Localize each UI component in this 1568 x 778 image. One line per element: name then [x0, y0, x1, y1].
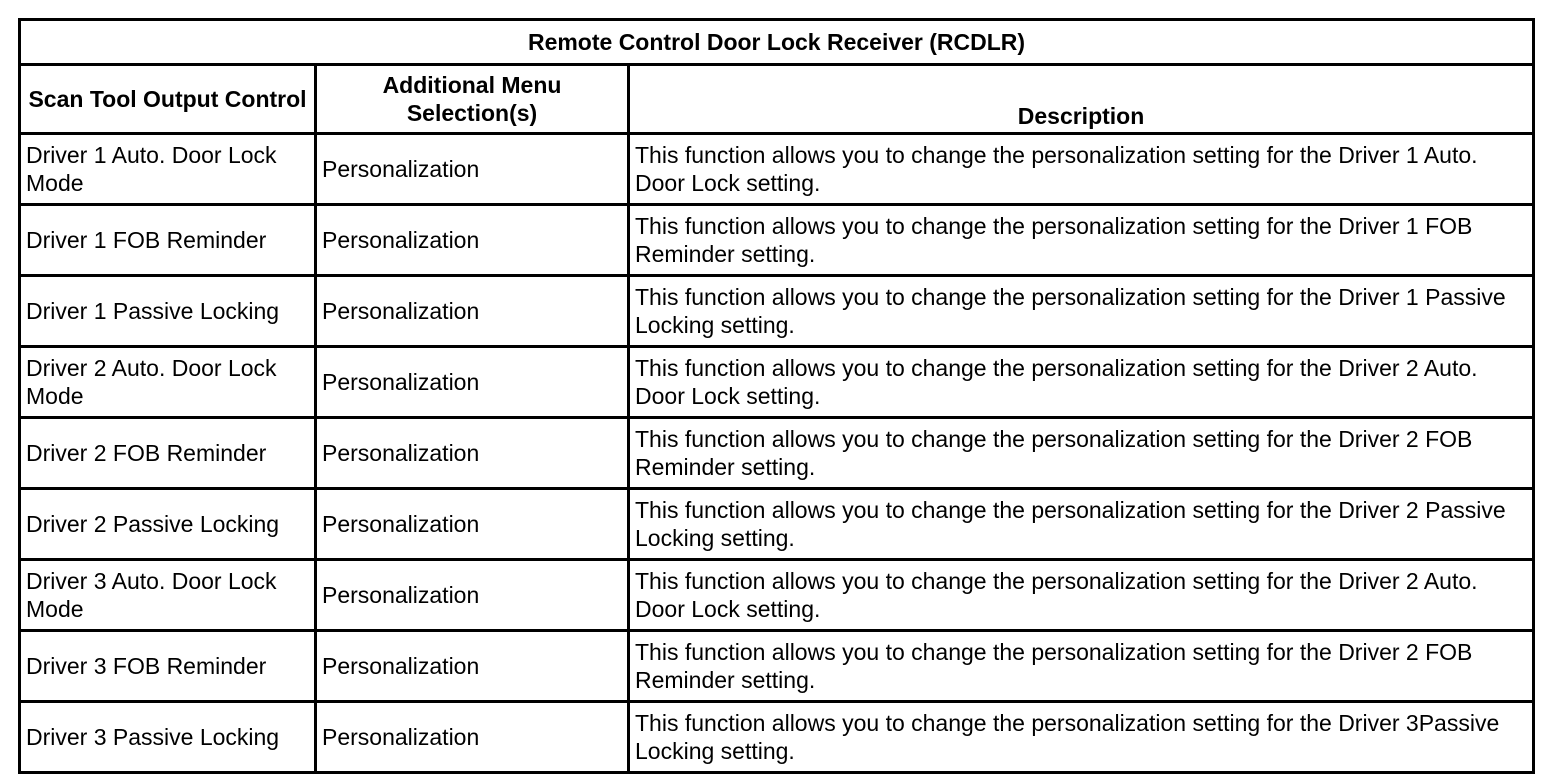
cell-description: This function allows you to change the p… — [626, 558, 1536, 632]
rcdlr-table: Remote Control Door Lock Receiver (RCDLR… — [17, 18, 1536, 774]
table-row: Driver 3 Auto. Door Lock Mode Personaliz… — [18, 558, 1536, 632]
cell-menu: Personalization — [314, 558, 630, 632]
table-row: Driver 2 FOB Reminder Personalization Th… — [18, 416, 1536, 490]
header-description: Description — [626, 63, 1536, 135]
cell-control: Driver 3 Auto. Door Lock Mode — [18, 558, 317, 632]
cell-description: This function allows you to change the p… — [626, 132, 1536, 206]
cell-menu: Personalization — [314, 274, 630, 348]
table-title: Remote Control Door Lock Receiver (RCDLR… — [17, 18, 1536, 66]
table-row: Driver 2 Auto. Door Lock Mode Personaliz… — [18, 345, 1536, 419]
cell-menu: Personalization — [314, 629, 630, 703]
cell-description: This function allows you to change the p… — [626, 274, 1536, 348]
header-scan-tool-output-control: Scan Tool Output Control — [18, 63, 317, 135]
table-row: Driver 1 FOB Reminder Personalization Th… — [18, 203, 1536, 277]
cell-description: This function allows you to change the p… — [626, 203, 1536, 277]
cell-description: This function allows you to change the p… — [626, 629, 1536, 703]
cell-control: Driver 2 Auto. Door Lock Mode — [18, 345, 317, 419]
table-title-row: Remote Control Door Lock Receiver (RCDLR… — [17, 18, 1536, 66]
cell-description: This function allows you to change the p… — [626, 700, 1536, 774]
cell-control: Driver 1 Auto. Door Lock Mode — [18, 132, 317, 206]
cell-description: This function allows you to change the p… — [626, 416, 1536, 490]
cell-control: Driver 1 Passive Locking — [18, 274, 317, 348]
cell-description: This function allows you to change the p… — [626, 345, 1536, 419]
cell-control: Driver 2 FOB Reminder — [18, 416, 317, 490]
table-row: Driver 1 Passive Locking Personalization… — [18, 274, 1536, 348]
table-row: Driver 2 Passive Locking Personalization… — [18, 487, 1536, 561]
table-header-row: Scan Tool Output Control Additional Menu… — [18, 63, 1536, 135]
cell-menu: Personalization — [314, 487, 630, 561]
table-row: Driver 3 Passive Locking Personalization… — [18, 700, 1536, 774]
cell-menu: Personalization — [314, 345, 630, 419]
cell-menu: Personalization — [314, 132, 630, 206]
table-row: Driver 3 FOB Reminder Personalization Th… — [18, 629, 1536, 703]
cell-menu: Personalization — [314, 700, 630, 774]
cell-menu: Personalization — [314, 416, 630, 490]
cell-control: Driver 3 Passive Locking — [18, 700, 317, 774]
cell-control: Driver 1 FOB Reminder — [18, 203, 317, 277]
cell-control: Driver 3 FOB Reminder — [18, 629, 317, 703]
table-row: Driver 1 Auto. Door Lock Mode Personaliz… — [18, 132, 1536, 206]
header-additional-menu-selections: Additional Menu Selection(s) — [314, 63, 630, 135]
cell-description: This function allows you to change the p… — [626, 487, 1536, 561]
cell-control: Driver 2 Passive Locking — [18, 487, 317, 561]
cell-menu: Personalization — [314, 203, 630, 277]
